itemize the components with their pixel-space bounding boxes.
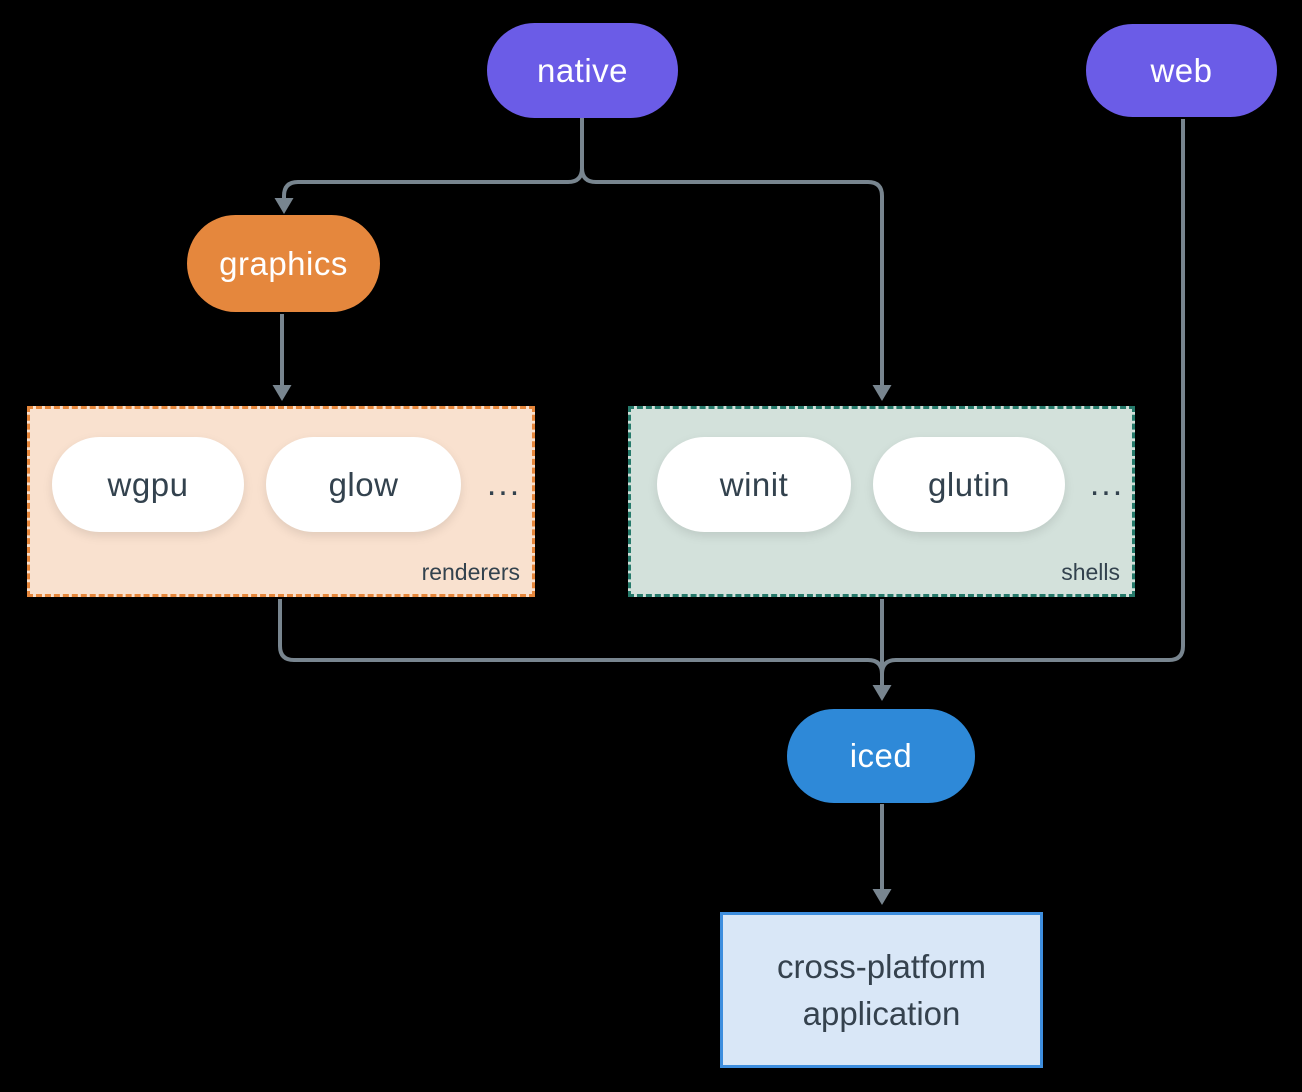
arrowhead-iced — [872, 685, 892, 701]
node-graphics-label: graphics — [219, 244, 348, 282]
node-web: web — [1086, 24, 1277, 117]
node-graphics: graphics — [187, 215, 380, 312]
shells-ellipsis: ... — [1089, 465, 1125, 503]
edge-to-graphics — [282, 180, 568, 199]
edge-native-stem — [567, 118, 597, 184]
node-winit-label: winit — [719, 465, 789, 503]
node-glutin-label: glutin — [928, 465, 1010, 503]
node-winit: winit — [657, 437, 851, 532]
arrowhead-renderers — [272, 385, 292, 401]
app-box-label-line2: application — [802, 995, 961, 1032]
arrowhead-graphics — [274, 198, 294, 214]
node-glow-label: glow — [328, 465, 399, 503]
arrowhead-app — [872, 889, 892, 905]
edge-renderers-merge — [278, 599, 884, 675]
renderers-ellipsis: ... — [486, 465, 522, 503]
edge-to-shells — [596, 180, 884, 386]
shells-group-label: shells — [1061, 559, 1120, 585]
node-iced: iced — [787, 709, 975, 803]
node-web-label: web — [1150, 51, 1213, 89]
app-box-label-line1: cross-platform — [776, 948, 987, 985]
node-glow: glow — [266, 437, 461, 532]
node-glutin: glutin — [873, 437, 1065, 532]
node-native-label: native — [536, 51, 629, 89]
node-iced-label: iced — [849, 737, 913, 774]
node-native: native — [487, 23, 678, 118]
app-box: cross-platform application — [720, 912, 1043, 1068]
node-wgpu: wgpu — [52, 437, 244, 532]
group-shells: winit glutin ... shells — [628, 406, 1135, 597]
arrowhead-shells — [872, 385, 892, 401]
node-wgpu-label: wgpu — [107, 465, 189, 503]
renderers-group-label: renderers — [421, 559, 520, 585]
group-renderers: wgpu glow ... renderers — [27, 406, 535, 597]
